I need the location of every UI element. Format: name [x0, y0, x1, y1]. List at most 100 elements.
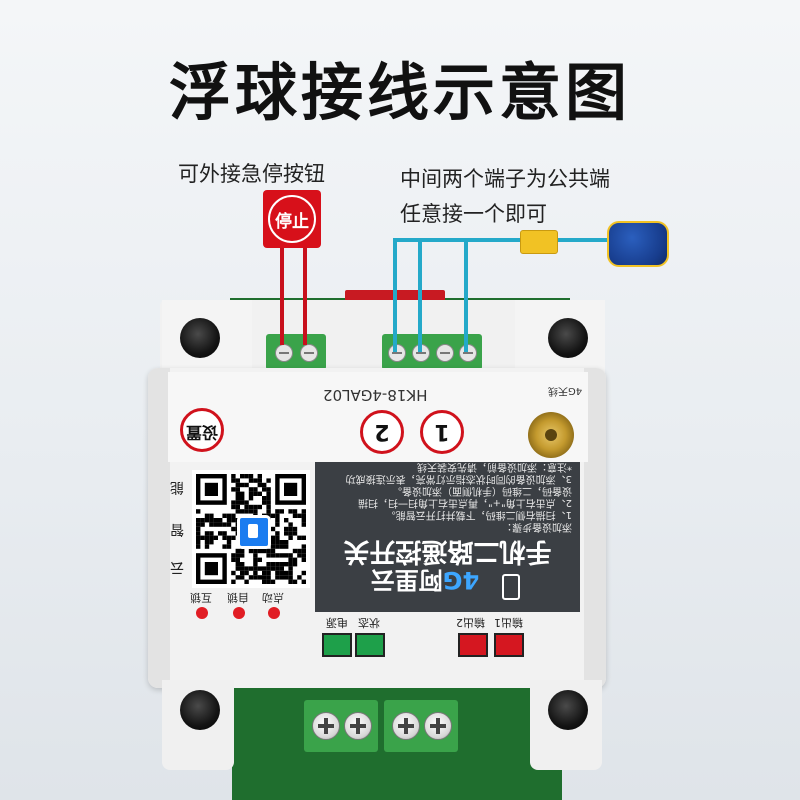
qr-module [292, 531, 298, 536]
qr-module [262, 496, 267, 501]
qr-module [253, 566, 258, 571]
emergency-stop-button: 停止 [263, 190, 321, 248]
qr-module [218, 522, 223, 527]
qr-module [301, 553, 306, 558]
qr-module [253, 553, 258, 558]
qr-module [257, 575, 262, 580]
qr-module [275, 575, 280, 580]
antenna-connector-icon [528, 412, 574, 458]
qr-module [248, 504, 254, 510]
qr-module [257, 557, 262, 562]
qr-module [240, 500, 245, 505]
qr-module [266, 500, 271, 505]
qr-pattern [196, 474, 306, 584]
qr-module [279, 509, 284, 514]
qr-module [301, 570, 306, 576]
mode-led [268, 607, 280, 619]
channel-2-button: 2 [360, 410, 404, 454]
qr-module [284, 531, 289, 536]
qr-module [231, 526, 236, 532]
qr-module [301, 518, 306, 523]
qr-module [204, 540, 210, 545]
qr-module [226, 522, 232, 527]
qr-module [240, 491, 245, 496]
qr-module [226, 518, 232, 523]
qr-module [275, 535, 280, 540]
qr-module [231, 535, 236, 540]
mode-label-interlock: 互锁 [190, 591, 212, 604]
screw-icon [344, 712, 372, 740]
qr-module [240, 553, 245, 558]
qr-module [284, 540, 289, 545]
mode-label-momentary: 点动 [262, 591, 284, 604]
qr-module [196, 522, 201, 527]
qr-module [292, 557, 298, 562]
qr-module [262, 579, 267, 584]
qr-module [266, 504, 271, 510]
qr-module [226, 540, 232, 545]
qr-module [196, 526, 201, 532]
qr-module [270, 579, 276, 584]
qr-module [266, 553, 271, 558]
qr-module [297, 553, 302, 558]
qr-module [275, 544, 280, 549]
qr-module [196, 544, 201, 549]
qr-module [235, 553, 240, 558]
stop-button-label: 停止 [275, 212, 309, 232]
qr-module [222, 544, 227, 549]
qr-module [266, 570, 271, 576]
qr-finder [204, 482, 218, 496]
qr-module [244, 482, 249, 488]
mount-hole-icon [548, 318, 588, 358]
qr-module [275, 518, 280, 523]
qr-module [231, 518, 236, 523]
qr-module [209, 540, 214, 545]
qr-module [288, 557, 293, 562]
qr-module [235, 548, 240, 554]
qr-module [275, 522, 280, 527]
qr-module [253, 487, 258, 492]
qr-module [284, 562, 289, 567]
qr-module [275, 566, 280, 571]
qr-module [279, 566, 284, 571]
qr-module [235, 504, 240, 510]
qr-module [288, 535, 293, 540]
common-terminal-note-2: 任意接一个即可 [400, 202, 547, 226]
qr-code [192, 470, 310, 588]
qr-module [262, 548, 267, 554]
qr-module [292, 548, 298, 554]
qr-module [301, 535, 306, 540]
qr-module [288, 575, 293, 580]
qr-module [292, 579, 298, 584]
qr-module [218, 518, 223, 523]
qr-finder [284, 482, 298, 496]
qr-module [196, 518, 201, 523]
indicator-label-output1: 输出1 [494, 616, 523, 629]
qr-module [231, 570, 236, 576]
qr-module [270, 513, 276, 518]
qr-module [266, 478, 271, 483]
qr-module [284, 544, 289, 549]
qr-module [297, 535, 302, 540]
qr-module [301, 509, 306, 514]
mount-hole-icon [180, 690, 220, 730]
qr-module [204, 535, 210, 540]
app-logo-icon [237, 515, 271, 549]
qr-module [253, 548, 258, 554]
qr-module [275, 570, 280, 576]
qr-module [292, 513, 298, 518]
qr-module [235, 509, 240, 514]
phone-icon [502, 574, 520, 600]
terminal-block-bottom-left [304, 700, 378, 752]
qr-module [240, 570, 245, 576]
screw-icon [424, 712, 452, 740]
qr-module [196, 540, 201, 545]
qr-module [240, 482, 245, 488]
qr-module [213, 535, 218, 540]
diagram-title: 浮球接线示意图 [168, 56, 631, 129]
qr-module [248, 491, 254, 496]
qr-module [262, 487, 267, 492]
qr-module [235, 487, 240, 492]
qr-module [235, 482, 240, 488]
qr-module [235, 557, 240, 562]
